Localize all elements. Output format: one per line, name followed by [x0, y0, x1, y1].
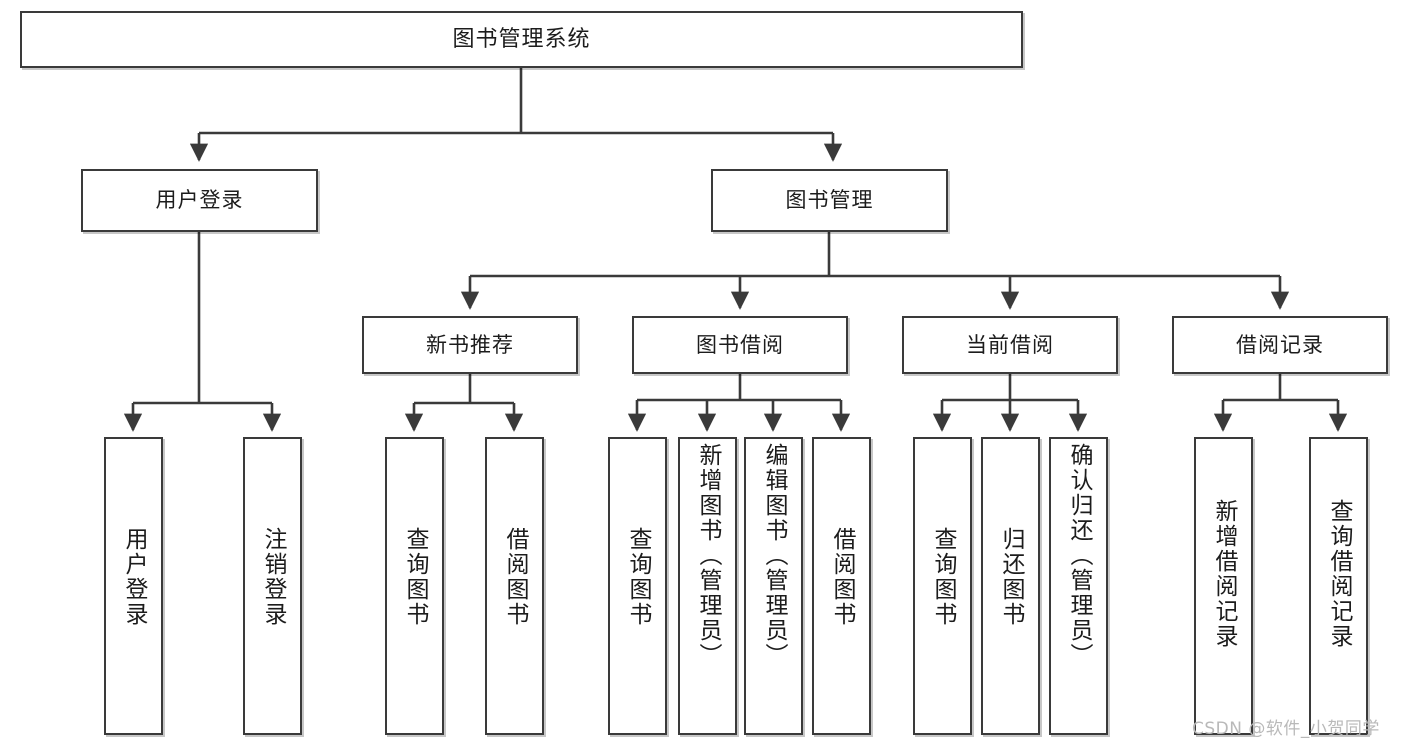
node-book-management[interactable]: 图书管理 [711, 169, 948, 232]
node-leaf-user-login[interactable]: 用户登录 [104, 437, 163, 735]
node-current-borrow[interactable]: 当前借阅 [902, 316, 1118, 374]
node-label: 编辑图书（管理员） [761, 443, 787, 668]
node-leaf-edit-book-admin[interactable]: 编辑图书（管理员） [744, 437, 803, 735]
node-leaf-add-book-admin[interactable]: 新增图书（管理员） [678, 437, 737, 735]
node-leaf-query-book-current[interactable]: 查询图书 [913, 437, 972, 735]
node-label: 图书管理 [785, 188, 874, 213]
node-leaf-query-book-recommend[interactable]: 查询图书 [385, 437, 444, 735]
node-leaf-query-book-borrow[interactable]: 查询图书 [608, 437, 667, 735]
node-label: 新增借阅记录 [1211, 499, 1237, 649]
node-label: 查询图书 [930, 527, 956, 627]
node-leaf-borrow-book[interactable]: 借阅图书 [812, 437, 871, 735]
node-leaf-query-borrow-record[interactable]: 查询借阅记录 [1309, 437, 1368, 735]
node-label: 新增图书（管理员） [695, 443, 721, 668]
node-root-book-management-system[interactable]: 图书管理系统 [20, 11, 1023, 68]
node-label: 新书推荐 [426, 332, 514, 357]
node-new-book-recommend[interactable]: 新书推荐 [362, 316, 578, 374]
node-borrow-record[interactable]: 借阅记录 [1172, 316, 1388, 374]
node-user-login[interactable]: 用户登录 [81, 169, 318, 232]
node-label: 图书管理系统 [452, 26, 591, 52]
node-label: 用户登录 [155, 188, 244, 213]
node-leaf-borrow-book-recommend[interactable]: 借阅图书 [485, 437, 544, 735]
node-label: 归还图书 [998, 527, 1024, 627]
node-book-borrow[interactable]: 图书借阅 [632, 316, 848, 374]
node-label: 查询图书 [402, 527, 428, 627]
watermark-text: CSDN @软件_小贺同学 [1192, 719, 1380, 739]
node-label: 查询借阅记录 [1326, 499, 1352, 649]
node-label: 借阅图书 [502, 527, 528, 627]
node-leaf-add-borrow-record[interactable]: 新增借阅记录 [1194, 437, 1253, 735]
node-label: 当前借阅 [966, 332, 1054, 357]
node-label: 用户登录 [121, 527, 147, 627]
node-label: 借阅图书 [829, 527, 855, 627]
node-leaf-logout[interactable]: 注销登录 [243, 437, 302, 735]
node-label: 查询图书 [625, 527, 651, 627]
node-label: 图书借阅 [696, 332, 784, 357]
node-label: 注销登录 [260, 527, 286, 627]
node-label: 借阅记录 [1236, 332, 1324, 357]
node-label: 确认归还（管理员） [1066, 443, 1092, 668]
node-leaf-return-book[interactable]: 归还图书 [981, 437, 1040, 735]
node-leaf-confirm-return-admin[interactable]: 确认归还（管理员） [1049, 437, 1108, 735]
